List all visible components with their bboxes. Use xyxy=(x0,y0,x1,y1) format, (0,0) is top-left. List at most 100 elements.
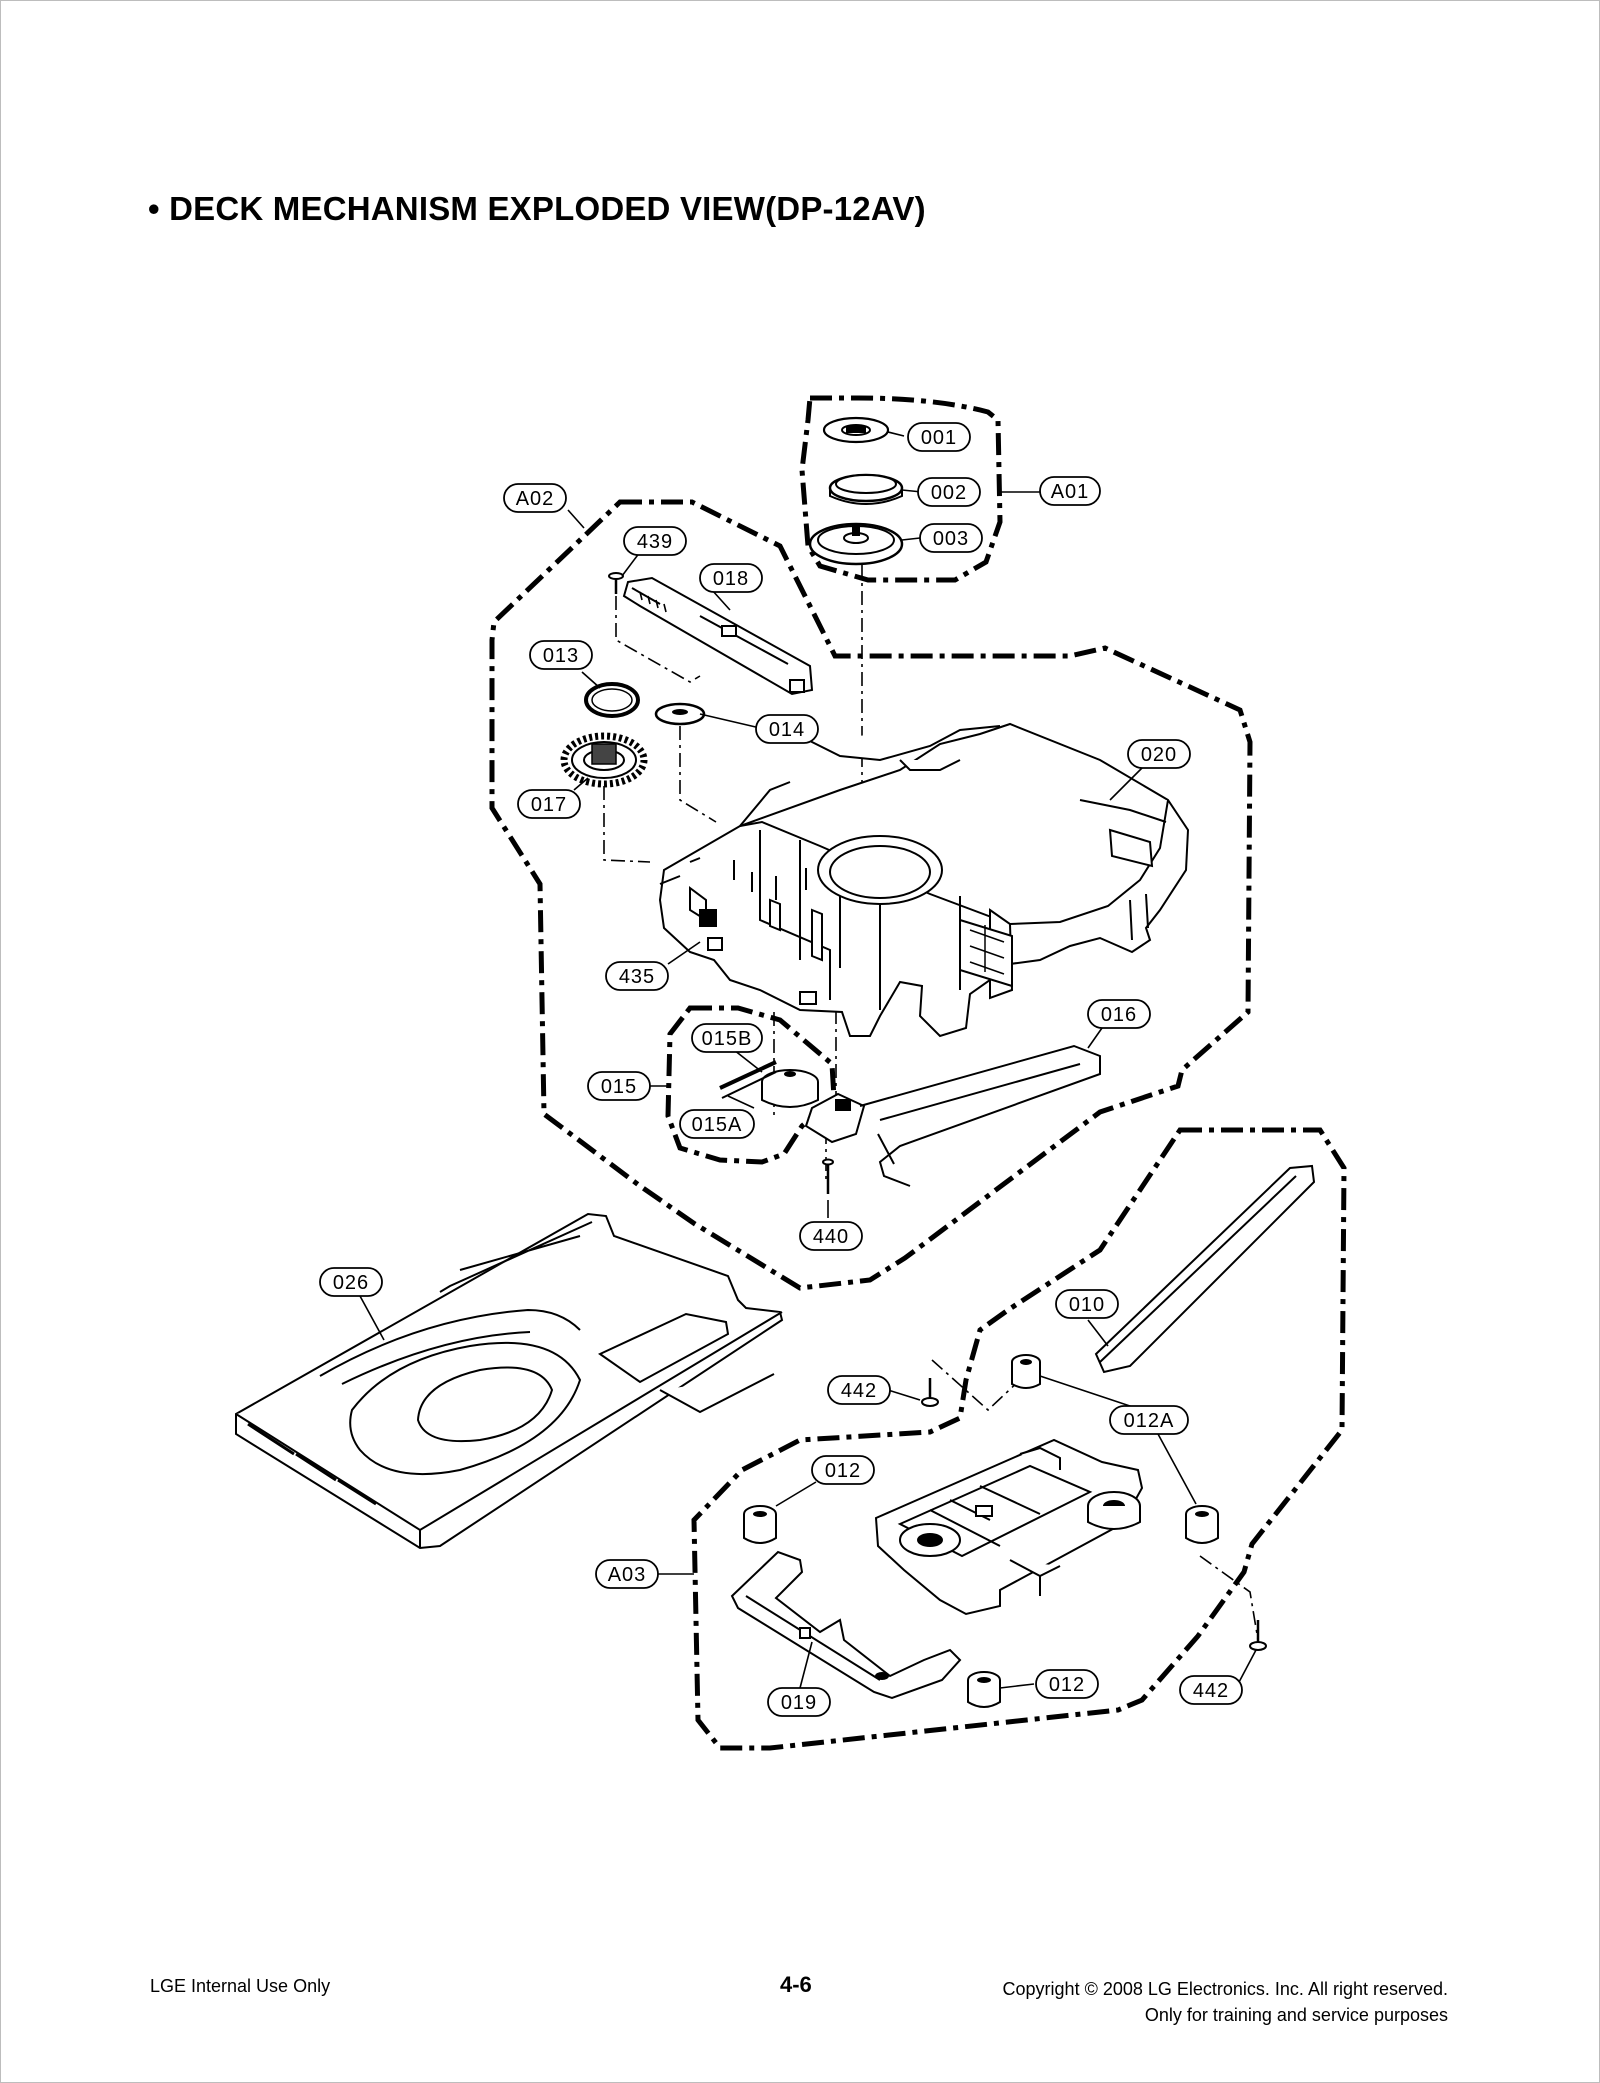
callout-015b-label: 015B xyxy=(702,1028,753,1050)
leader-018 xyxy=(711,589,731,611)
leader-435 xyxy=(667,941,701,965)
callout-001-label: 001 xyxy=(921,427,957,449)
callout-003-bubble xyxy=(919,523,983,553)
callout-014-label: 014 xyxy=(769,719,805,741)
damper-012-bottom xyxy=(967,1671,1001,1708)
callout-442-right-label: 442 xyxy=(1193,1680,1229,1702)
callout-016-label: 016 xyxy=(1101,1004,1137,1026)
callout-010-bubble xyxy=(1055,1289,1119,1319)
callout-019-label: 019 xyxy=(781,1692,817,1714)
callout-012-bottom-label: 012 xyxy=(1049,1674,1085,1696)
leader-013 xyxy=(581,671,601,689)
guide-line-gear xyxy=(603,786,651,863)
callout-026-label: 026 xyxy=(333,1272,369,1294)
bracket-019 xyxy=(730,1550,962,1700)
guide-line-pulley xyxy=(679,726,717,823)
callout-012a-label: 012A xyxy=(1124,1410,1175,1432)
callout-012-top-bubble xyxy=(811,1455,875,1485)
damper-012-left xyxy=(743,1505,777,1544)
leader-015b xyxy=(733,1049,763,1073)
callout-440-bubble xyxy=(799,1221,863,1251)
leader-020 xyxy=(1109,767,1143,801)
belt-013 xyxy=(584,682,640,718)
callout-010-label: 010 xyxy=(1069,1294,1105,1316)
leader-a02 xyxy=(567,509,585,529)
guide-line-screw xyxy=(615,596,701,683)
group-a02-boundary xyxy=(489,499,1253,1291)
clamp-magnet-ring xyxy=(828,473,904,505)
callout-a01-bubble xyxy=(1039,476,1101,506)
callout-002-bubble xyxy=(917,477,981,507)
screw-442-right xyxy=(1249,1620,1267,1651)
pulley-014 xyxy=(654,702,706,726)
callout-013-bubble xyxy=(529,640,593,670)
callout-a01-label: A01 xyxy=(1051,481,1090,503)
leader-012-top xyxy=(775,1481,817,1507)
gear-017 xyxy=(560,732,648,788)
flat-cable-010 xyxy=(1094,1164,1316,1374)
callout-017-label: 017 xyxy=(531,794,567,816)
callout-435-label: 435 xyxy=(619,966,655,988)
group-015-boundary xyxy=(665,1005,837,1165)
guide-line-442-right xyxy=(1199,1555,1259,1641)
callout-001-bubble xyxy=(907,422,971,452)
callout-442-left-label: 442 xyxy=(841,1380,877,1402)
callout-003-label: 003 xyxy=(933,528,969,550)
callout-439-bubble xyxy=(623,526,687,556)
callout-014-bubble xyxy=(755,714,819,744)
motor-pcb-015a xyxy=(804,1092,866,1144)
disc-tray-026 xyxy=(235,1212,784,1550)
clamp-upper-part xyxy=(822,416,890,444)
leader-026 xyxy=(359,1295,385,1341)
callout-015a-label: 015A xyxy=(692,1114,743,1136)
flat-cable-016 xyxy=(859,1044,1101,1187)
clamp-base-disc xyxy=(808,522,904,566)
callout-442-right-bubble xyxy=(1179,1675,1243,1705)
leader-017 xyxy=(573,777,589,791)
footer-copyright: Copyright © 2008 LG Electronics. Inc. Al… xyxy=(1002,1979,1448,1999)
callout-026-bubble xyxy=(319,1267,383,1297)
footer-page-number: 4-6 xyxy=(780,1972,812,1997)
leader-019 xyxy=(799,1641,813,1689)
leader-010 xyxy=(1087,1319,1109,1347)
frame-screws-435 xyxy=(733,860,807,900)
belt-015a xyxy=(719,1060,777,1099)
screw-439 xyxy=(608,572,624,594)
optical-pickup-base xyxy=(874,1438,1144,1616)
callout-015b-bubble xyxy=(691,1023,763,1053)
leader-003 xyxy=(901,537,921,541)
footer-copyright-block: Copyright © 2008 LG Electronics. Inc. Al… xyxy=(1003,1976,1448,2028)
guide-line-442-left xyxy=(931,1359,1023,1412)
leader-015a xyxy=(727,1095,755,1109)
group-a01-boundary xyxy=(799,395,1003,583)
callout-a03-bubble xyxy=(595,1559,659,1589)
callout-018-bubble xyxy=(699,563,763,593)
callout-015a-bubble xyxy=(679,1109,755,1139)
motor-015b xyxy=(761,1069,819,1108)
callout-015-bubble xyxy=(587,1071,651,1101)
callout-020-bubble xyxy=(1127,739,1191,769)
footer-purpose: Only for training and service purposes xyxy=(1144,2005,1448,2025)
leader-012-bottom xyxy=(999,1683,1035,1689)
callout-439-label: 439 xyxy=(637,531,673,553)
leader-442-left xyxy=(887,1389,921,1401)
callout-016-bubble xyxy=(1087,999,1151,1029)
loader-frame-020 xyxy=(658,722,1190,1038)
leader-001 xyxy=(887,431,905,437)
callout-013-label: 013 xyxy=(543,645,579,667)
callout-a03-label: A03 xyxy=(608,1564,647,1586)
callout-a02-bubble xyxy=(503,483,567,513)
callout-018-label: 018 xyxy=(713,568,749,590)
callout-442-left-bubble xyxy=(827,1375,891,1405)
leader-439 xyxy=(621,551,641,577)
callout-019-bubble xyxy=(767,1687,831,1717)
callout-440-label: 440 xyxy=(813,1226,849,1248)
callout-020-label: 020 xyxy=(1141,744,1177,766)
callout-002-label: 002 xyxy=(931,482,967,504)
damper-012a-top xyxy=(1011,1354,1041,1389)
callout-435-bubble xyxy=(605,961,669,991)
damper-012a-right xyxy=(1185,1505,1219,1544)
leader-014 xyxy=(699,713,761,729)
callout-017-bubble xyxy=(517,789,581,819)
